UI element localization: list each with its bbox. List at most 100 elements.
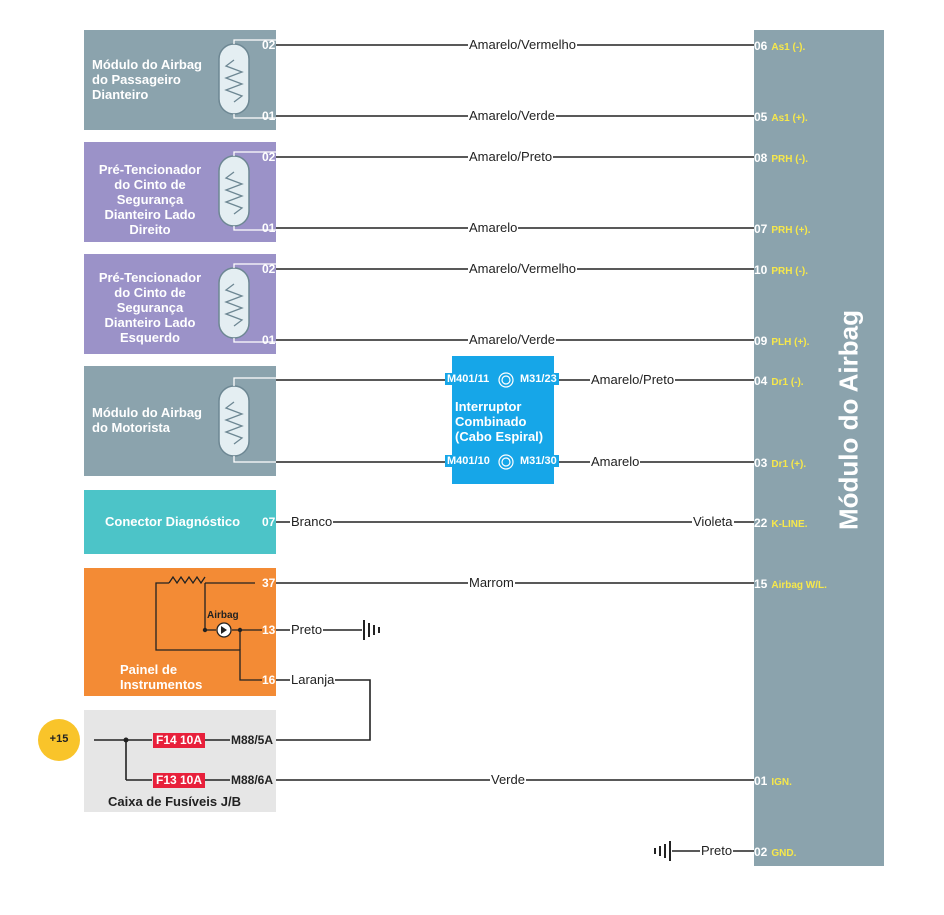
pin-function: GND. — [771, 848, 797, 859]
wire-label: Amarelo/Preto — [468, 149, 554, 164]
label-line: Dianteiro Lado — [104, 207, 196, 222]
wire-label: Amarelo/Verde — [468, 332, 556, 347]
wire-label: Amarelo — [590, 454, 641, 469]
diagnostic-connector-label: Conector Diagnóstico — [105, 514, 241, 529]
label-line: Direito — [129, 222, 171, 237]
label-line: Segurança — [116, 300, 184, 315]
squib-icon — [218, 267, 250, 339]
pretensioner-right-label: Pré-Tencionador do Cinto de Segurança Di… — [84, 162, 216, 237]
wire-label: Verde — [490, 772, 526, 787]
label-line: Dianteiro Lado — [104, 315, 196, 330]
label-line: Combinado — [455, 414, 527, 429]
supply-plus15-icon — [38, 719, 80, 761]
wire-label: Branco — [290, 514, 334, 529]
pin-number: 10 — [754, 263, 768, 277]
spiral-pin-bottom-right: M31/30 — [518, 455, 559, 467]
component-pin: 02 — [262, 150, 276, 164]
pin-function: PLH (+). — [771, 337, 810, 348]
ground-icon — [363, 620, 380, 640]
component-pin: 16 — [262, 673, 276, 687]
airbag-module-title: Módulo do Airbag — [833, 310, 864, 530]
component-pin: 13 — [262, 623, 276, 637]
pin-number: 01 — [754, 774, 768, 788]
airbag-lamp-label: Airbag — [207, 610, 239, 621]
pin-function: Airbag W/L. — [771, 580, 827, 591]
label-line: Painel de — [120, 662, 178, 677]
pin-function: As1 (+). — [771, 113, 808, 124]
spiral-cable-label: Interruptor Combinado (Cabo Espiral) — [455, 399, 543, 444]
diagnostic-connector-block — [84, 490, 276, 554]
component-pin: 01 — [262, 221, 276, 235]
label-line: do Cinto de — [114, 177, 186, 192]
fuse-box-label: Caixa de Fusíveis J/B — [108, 794, 241, 809]
ground-icon — [654, 841, 671, 861]
label-line: do Passageiro — [92, 72, 181, 87]
pin-number: 15 — [754, 577, 768, 591]
pretensioner-left-label: Pré-Tencionador do Cinto de Segurança Di… — [84, 270, 216, 345]
wire-label: Amarelo — [468, 220, 519, 235]
pin-number: 22 — [754, 516, 768, 530]
label-line: do Motorista — [92, 420, 170, 435]
pin-function: IGN. — [771, 777, 792, 788]
pin-number: 07 — [754, 222, 768, 236]
fuse-f14: F14 10A — [153, 733, 205, 748]
pin-function: PRH (-). — [771, 266, 809, 277]
label-line: Dianteiro — [92, 87, 149, 102]
component-pin: 01 — [262, 109, 276, 123]
pin-number: 06 — [754, 39, 768, 53]
label-line: Esquerdo — [120, 330, 180, 345]
label-line: do Cinto de — [114, 285, 186, 300]
spiral-pin-bottom-left: M401/10 — [445, 455, 492, 467]
spiral-pin-top-left: M401/11 — [445, 373, 492, 385]
instrument-panel-label: Painel de Instrumentos — [120, 662, 202, 692]
driver-airbag-label: Módulo do Airbag do Motorista — [92, 405, 202, 435]
label-line: (Cabo Espiral) — [455, 429, 544, 444]
pin-number: 08 — [754, 151, 768, 165]
wire-label: Preto — [700, 843, 734, 858]
wire-label: Amarelo/Verde — [468, 108, 556, 123]
label-line: Segurança — [116, 192, 184, 207]
pin-function: Dr1 (+). — [771, 459, 807, 470]
squib-icon — [218, 43, 250, 115]
instrument-panel-block — [84, 568, 276, 696]
fuse-box-block — [84, 710, 276, 812]
component-pin: 01 — [262, 333, 276, 347]
label-line: Instrumentos — [120, 677, 203, 692]
pin-number: 04 — [754, 374, 768, 388]
wire-label: Marrom — [468, 575, 515, 590]
pin-number: 03 — [754, 456, 768, 470]
component-pin: 02 — [262, 262, 276, 276]
pin-function: PRH (-). — [771, 154, 809, 165]
wire-label: Laranja — [290, 672, 336, 687]
pin-function: Dr1 (-). — [771, 377, 804, 388]
passenger-airbag-label: Módulo do Airbag do Passageiro Dianteiro — [92, 57, 202, 102]
pin-number: 05 — [754, 110, 768, 124]
component-pin: 37 — [262, 576, 276, 590]
pin-function: K-LINE. — [771, 519, 808, 530]
label-line: Pré-Tencionador — [98, 162, 202, 177]
pin-function: PRH (+). — [771, 225, 811, 236]
spiral-coil-icon — [498, 454, 514, 470]
airbag-module-block — [754, 30, 884, 866]
wire-label: Amarelo/Vermelho — [468, 261, 577, 276]
wire-label: Amarelo/Preto — [590, 372, 676, 387]
component-pin: 07 — [262, 515, 276, 529]
spiral-pin-top-right: M31/23 — [518, 373, 559, 385]
label-line: Módulo do Airbag — [92, 405, 202, 420]
fuse-terminal: M88/6A — [231, 773, 274, 787]
fuse-terminal: M88/5A — [231, 733, 274, 747]
pin-number: 02 — [754, 845, 768, 859]
